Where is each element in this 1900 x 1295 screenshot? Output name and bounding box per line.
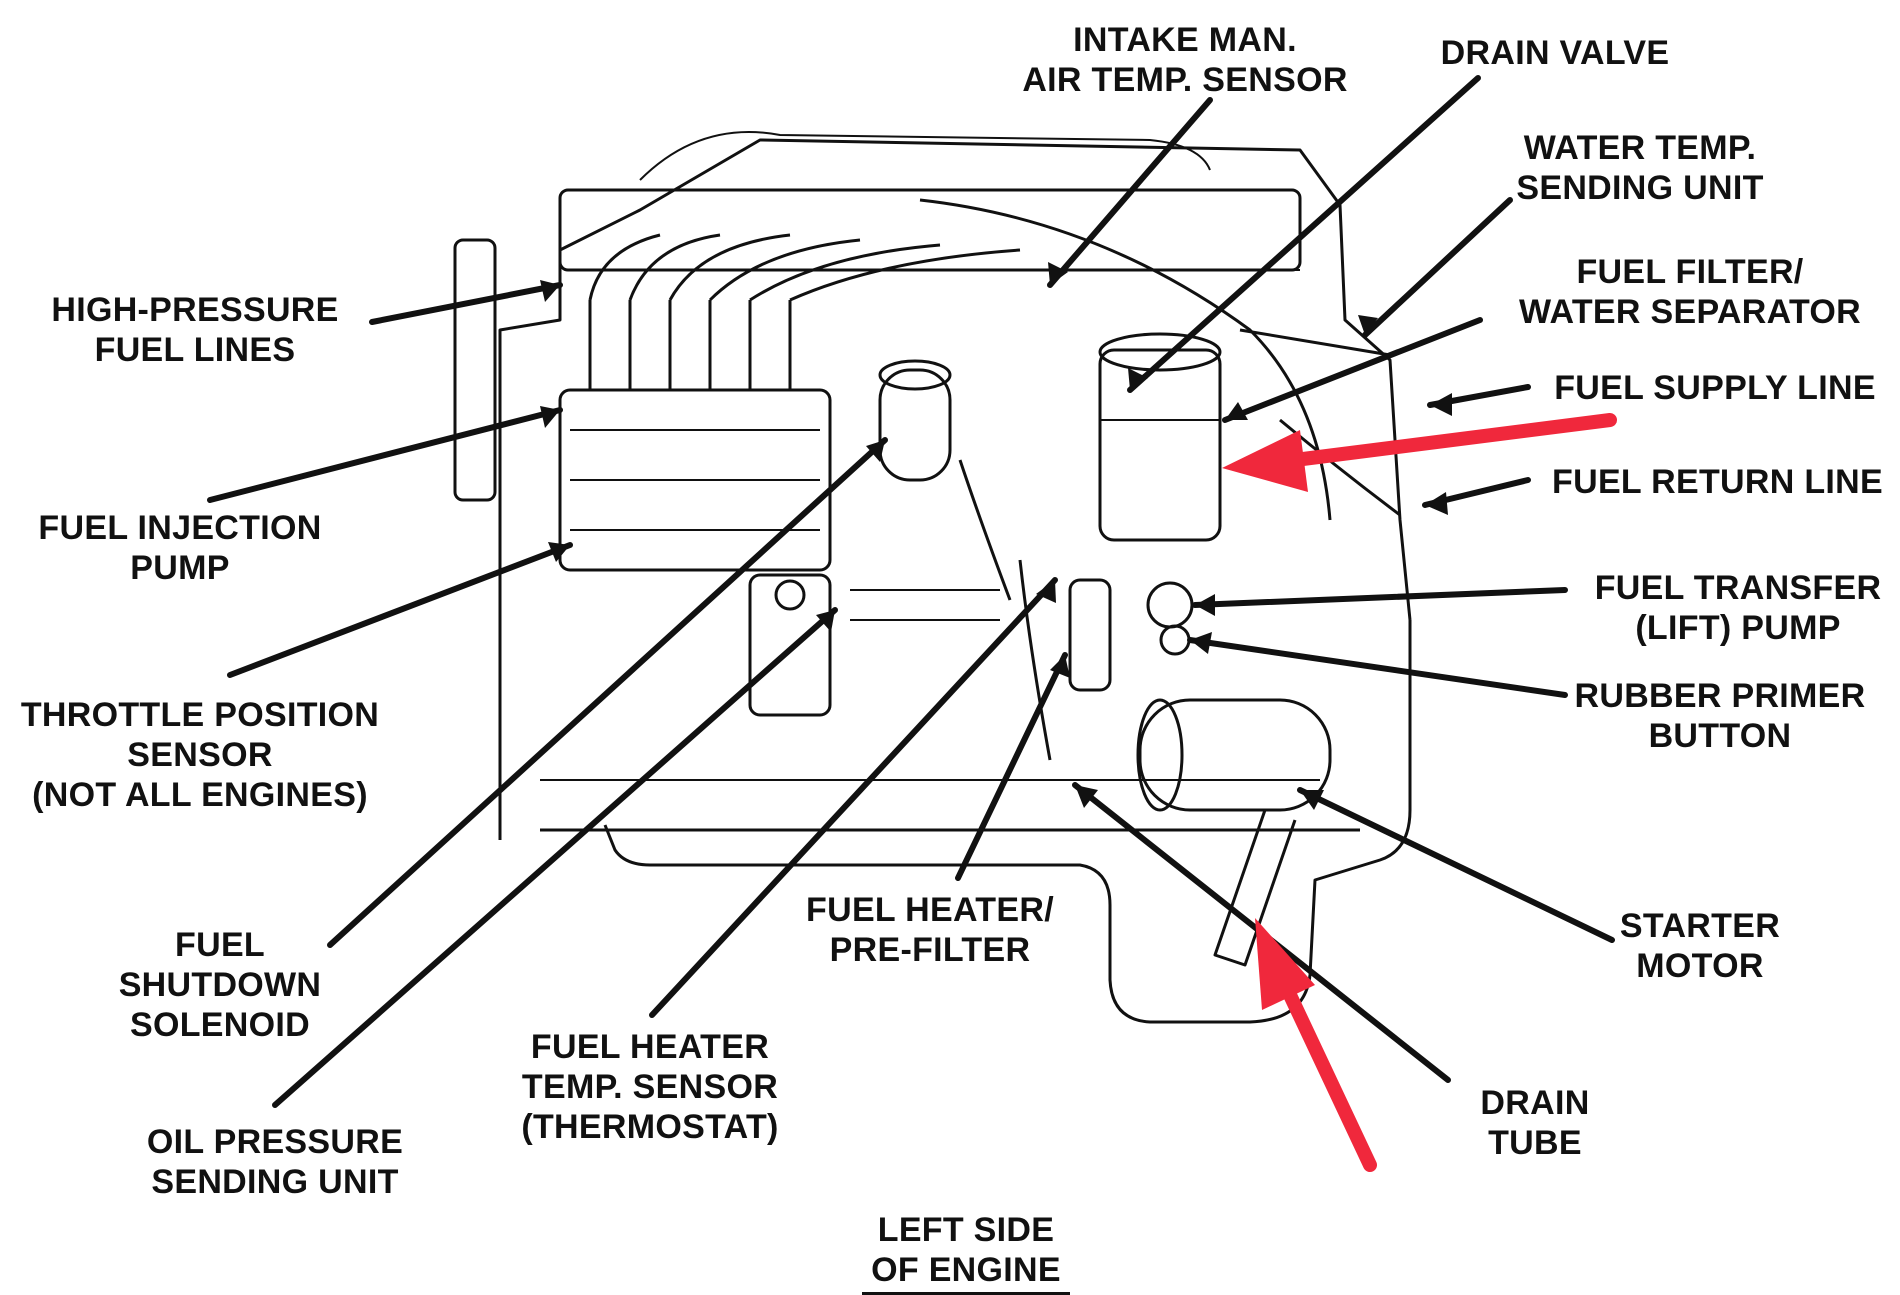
label-throttle-sensor: THROTTLE POSITION SENSOR (NOT ALL ENGINE… — [20, 696, 380, 814]
label-water-temp: WATER TEMP. SENDING UNIT — [1516, 129, 1764, 207]
label-fuel-return: FUEL RETURN LINE — [1552, 463, 1883, 501]
caption-left-side: LEFT SIDE OF ENGINE — [862, 1210, 1070, 1295]
label-primer-button: RUBBER PRIMER BUTTON — [1574, 677, 1866, 755]
label-fuel-heater-temp: FUEL HEATER TEMP. SENSOR (THERMOSTAT) — [521, 1028, 779, 1146]
label-fuel-filter: FUEL FILTER/ WATER SEPARATOR — [1519, 253, 1861, 331]
label-oil-pressure: OIL PRESSURE SENDING UNIT — [146, 1123, 404, 1201]
highlight-arrows — [1222, 413, 1617, 1172]
leader-primer-button — [1187, 637, 1568, 698]
leader-fuel-transfer — [1192, 587, 1568, 608]
leader-fuel-heater-temp — [649, 577, 1058, 1018]
label-starter-motor: STARTER MOTOR — [1619, 907, 1781, 985]
leader-fuel-heater — [955, 652, 1068, 881]
label-drain-valve: DRAIN VALVE — [1440, 34, 1670, 72]
red-arrow-drain-shaft — [1283, 988, 1377, 1172]
leader-injection-pump — [207, 407, 563, 503]
label-fuel-transfer: FUEL TRANSFER (LIFT) PUMP — [1594, 569, 1882, 647]
label-drain-tube: DRAIN TUBE — [1480, 1084, 1590, 1162]
label-fuel-heater: FUEL HEATER/ PRE-FILTER — [806, 891, 1054, 969]
red-arrow-filter-head — [1222, 430, 1308, 492]
leader-high-pressure-lines — [369, 282, 563, 325]
leader-water-temp — [1362, 197, 1513, 338]
leader-arrowheads — [540, 262, 1452, 810]
leader-fuel-filter — [1222, 317, 1483, 423]
leader-throttle-sensor — [227, 542, 573, 678]
label-shutdown-solenoid: FUEL SHUTDOWN SOLENOID — [118, 926, 322, 1044]
leader-starter-motor — [1297, 787, 1615, 943]
label-fuel-supply: FUEL SUPPLY LINE — [1554, 369, 1876, 407]
leader-oil-pressure — [272, 607, 838, 1108]
leader-shutdown-solenoid — [327, 437, 888, 948]
engine-block — [453, 131, 1412, 1024]
red-arrow-drain-head — [1255, 918, 1315, 1010]
label-high-pressure-lines: HIGH-PRESSURE FUEL LINES — [51, 291, 339, 369]
label-intake-air-temp: INTAKE MAN. AIR TEMP. SENSOR — [1022, 21, 1348, 99]
leader-drain-valve — [1127, 75, 1481, 393]
leader-intake-air-temp — [1047, 97, 1213, 288]
label-injection-pump: FUEL INJECTION PUMP — [38, 509, 322, 587]
red-arrow-filter-shaft — [1288, 413, 1617, 467]
leader-lines — [207, 75, 1615, 1108]
